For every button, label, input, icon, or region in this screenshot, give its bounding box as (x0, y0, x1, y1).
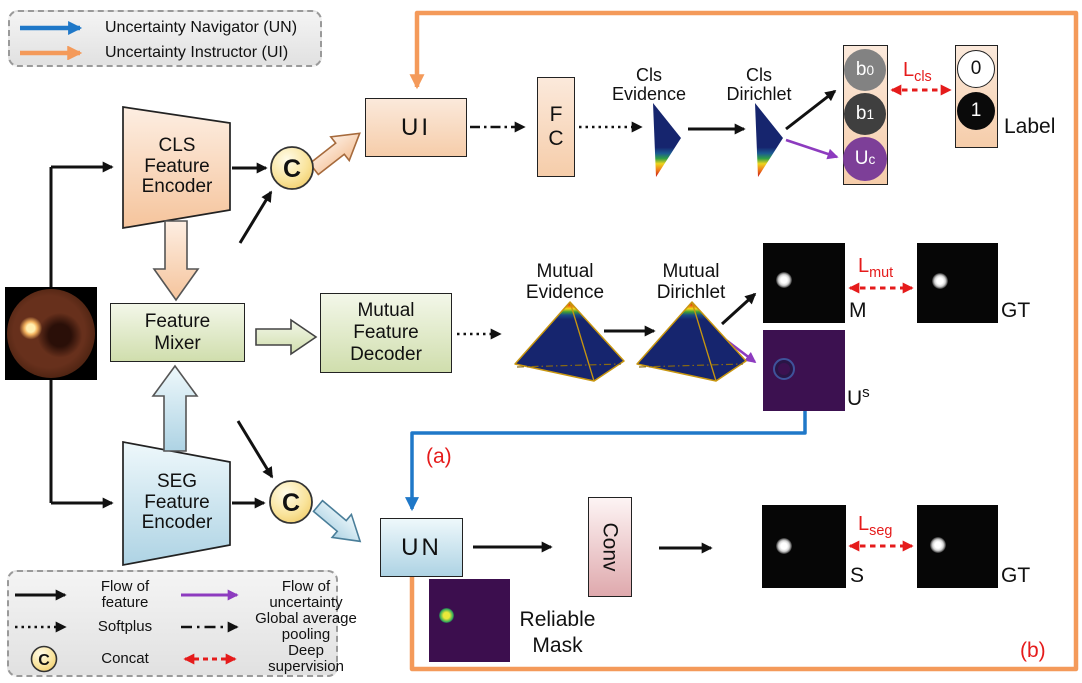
concat-node-cls: C (270, 146, 314, 190)
reliable-dot (439, 608, 454, 623)
path-marker-a: (a) (426, 445, 452, 468)
seg-output-label: S (850, 564, 865, 587)
feature-arrow-sample (15, 589, 67, 601)
legend-softplus: Softplus (97, 618, 153, 635)
seg-encoder-label: SEG Feature Encoder (141, 471, 213, 533)
cls-dirichlet-simplex (755, 103, 783, 177)
path-marker-b: (b) (1020, 639, 1046, 662)
legend-un-row: Uncertainty Navigator (UN) (18, 15, 312, 40)
fc-layer-box: F C (537, 77, 575, 177)
legend-deep-supervision: Deep supervision (268, 642, 344, 675)
uncertainty-ring (773, 358, 795, 380)
mutual-mask-image (763, 243, 845, 323)
seg-output-image (762, 505, 846, 588)
mixer-to-decoder-arrow (255, 318, 318, 356)
concat-to-un-arrow (312, 499, 362, 543)
un-module-label: UN (401, 533, 442, 561)
feature-mixer-box: Feature Mixer (110, 303, 245, 362)
lesion-dot (776, 538, 792, 554)
label-caption: Label (1004, 115, 1056, 138)
uncertainty-arrow-sample (181, 589, 239, 601)
cls-encoder-label: CLS Feature Encoder (141, 135, 213, 197)
mutual-evidence-pyramid (514, 301, 625, 382)
seg-gt-image (917, 505, 998, 588)
seg-uncertainty-label: Us (847, 384, 870, 410)
mutual-gt-label: GT (1001, 299, 1031, 322)
seg-to-mixer-arrow (151, 364, 199, 452)
ui-module-label: UI (401, 113, 431, 141)
cls-evidence-label: Cls Evidence (611, 65, 687, 105)
legend-ui-label: Uncertainty Instructor (UI) (105, 43, 289, 61)
conv-layer-label: Conv (599, 522, 622, 572)
seg-gt-label: GT (1001, 564, 1031, 587)
deep-supervision-arrows (848, 84, 952, 552)
seg-uncertainty-map (763, 330, 845, 411)
svg-text:C: C (282, 489, 300, 517)
softplus-arrow-sample (15, 621, 67, 633)
fc-letter-c: C (548, 127, 564, 150)
operator-arrows (457, 121, 643, 340)
fc-letter-f: F (549, 103, 563, 126)
lesion-dot (930, 537, 946, 553)
label-zero-circle: 0 (957, 50, 995, 88)
seg-loss-label: Lseg (858, 513, 893, 539)
mutual-dirichlet-pyramid (636, 301, 747, 382)
cls-to-mixer-arrow (152, 220, 200, 302)
lesion-dot (776, 272, 792, 288)
mutual-dirichlet-label: Mutual Dirichlet (656, 261, 726, 303)
cls-encoder-shape (122, 106, 231, 230)
mutual-loss-label: Lmut (858, 255, 894, 281)
legend-un-label: Uncertainty Navigator (UN) (105, 18, 298, 36)
cls-evidence-simplex (653, 103, 681, 177)
un-module-box: UN (380, 518, 463, 577)
ui-module-box: UI (365, 98, 467, 157)
mutual-mask-label: M (849, 299, 867, 322)
ui-instructor-path (409, 10, 1079, 672)
legend-flow-uncertainty: Flow of uncertainty (269, 578, 343, 611)
reliable-mask-label: Reliable Mask (519, 608, 596, 657)
un-navigator-path (405, 411, 807, 512)
svg-text:C: C (283, 155, 301, 183)
mutual-feature-decoder-box: Mutual Feature Decoder (320, 293, 452, 373)
legend-ui-row: Uncertainty Instructor (UI) (18, 40, 312, 65)
fundus-input-image (5, 287, 97, 380)
svg-text:C: C (38, 652, 50, 669)
concat-symbol-sample: C (30, 645, 58, 673)
ui-arrow-sample (20, 45, 83, 60)
label-one-circle: 1 (957, 92, 995, 130)
cls-loss-label: Lcls (903, 59, 932, 85)
deep-supervision-arrow-sample (183, 653, 237, 665)
lesion-dot (932, 273, 948, 289)
reliable-mask-image (429, 579, 510, 662)
feature-mixer-label: Feature Mixer (144, 310, 211, 354)
retina-photo (7, 289, 95, 378)
mutual-gt-image (917, 243, 998, 323)
cls-dirichlet-label: Cls Dirichlet (726, 65, 792, 105)
concat-to-ui-arrow (308, 132, 361, 176)
concat-node-seg: C (269, 480, 313, 524)
seg-encoder-shape (122, 440, 231, 567)
legend-concat: Concat (101, 650, 149, 667)
un-arrow-sample (20, 20, 83, 35)
gap-arrow-sample (181, 621, 239, 633)
conv-layer-box: Conv (588, 497, 632, 597)
legend-flow-feature: Flow of feature (100, 578, 150, 611)
legend-gap: Global average pooling (255, 610, 357, 643)
mutual-evidence-label: Mutual Evidence (525, 261, 605, 303)
mutual-feature-decoder-label: Mutual Feature Decoder (350, 300, 422, 365)
legend-symbols: Flow of feature Flow of uncertainty Soft… (7, 570, 357, 677)
legend-flows: Uncertainty Navigator (UN) Uncertainty I… (8, 10, 322, 67)
